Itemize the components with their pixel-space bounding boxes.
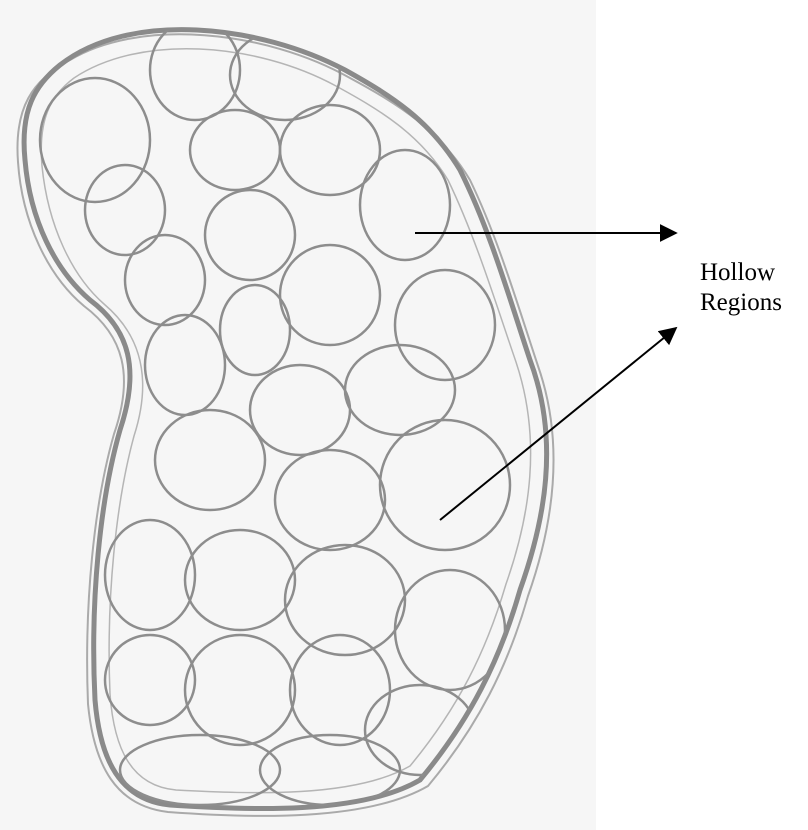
cell: [120, 735, 280, 805]
cell: [220, 285, 290, 375]
cell: [125, 235, 205, 325]
label-regions: Regions: [700, 288, 782, 318]
cell: [290, 635, 390, 745]
cell: [205, 190, 295, 280]
cell: [105, 520, 195, 630]
label-hollow: Hollow: [700, 258, 775, 288]
cell: [250, 365, 350, 455]
cell: [190, 110, 280, 190]
cell: [360, 150, 450, 260]
cell: [185, 530, 295, 630]
cell: [85, 165, 165, 255]
cell: [185, 635, 295, 745]
specimen-outline: [17, 30, 553, 816]
cell: [280, 245, 380, 345]
cell: [285, 545, 405, 655]
cell: [275, 450, 385, 550]
cell: [395, 570, 505, 690]
cell: [155, 410, 265, 510]
cell: [105, 635, 195, 725]
cell: [380, 420, 510, 550]
cell: [40, 78, 150, 202]
annotation-arrow-lower: [440, 328, 676, 520]
cell: [145, 315, 225, 415]
